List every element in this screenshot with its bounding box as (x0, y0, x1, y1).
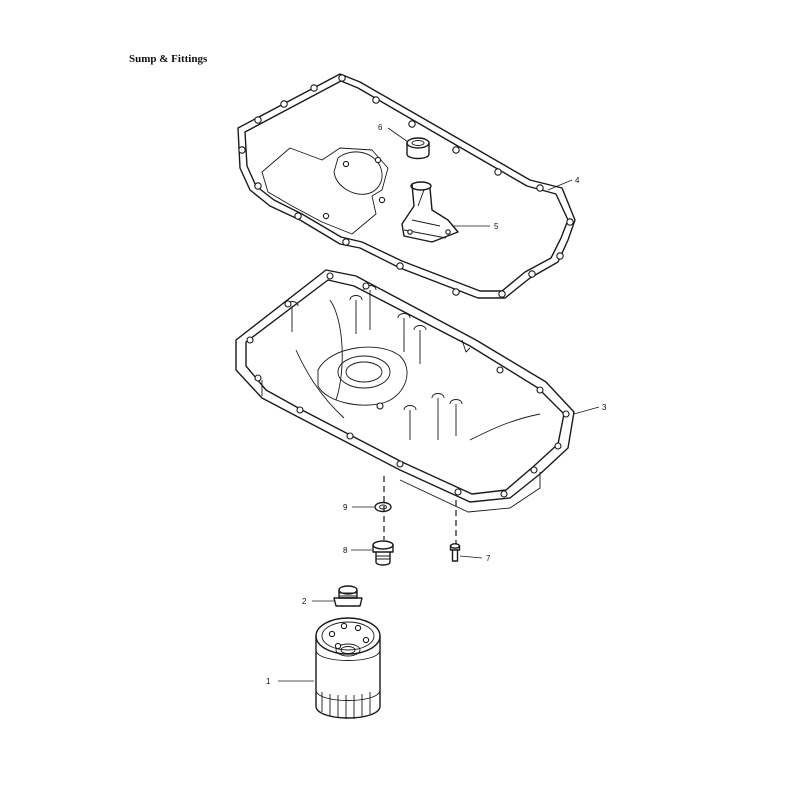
callout-4: 4 (575, 176, 580, 185)
drain-plug (372, 540, 394, 566)
pickup-seal (406, 137, 430, 160)
callout-8: 8 (343, 546, 348, 555)
oil-pickup-strainer (401, 181, 459, 243)
callout-6: 6 (378, 123, 383, 132)
callout-leader-7 (459, 555, 483, 559)
callout-1: 1 (266, 677, 271, 686)
sealing-washer (374, 501, 392, 513)
callout-leader-6 (387, 127, 409, 143)
filter-adaptor (333, 585, 363, 607)
callout-2: 2 (302, 597, 307, 606)
sump-pan (235, 269, 575, 513)
callout-leader-4 (547, 179, 573, 191)
callout-7: 7 (486, 554, 491, 563)
callout-3: 3 (602, 403, 607, 412)
oil-filter (315, 617, 381, 719)
callout-leader-3 (573, 406, 600, 415)
callout-5: 5 (494, 222, 499, 231)
sump-gasket (237, 73, 576, 299)
callout-9: 9 (343, 503, 348, 512)
page-title: Sump & Fittings (129, 53, 208, 65)
sump-bolt (449, 543, 461, 562)
